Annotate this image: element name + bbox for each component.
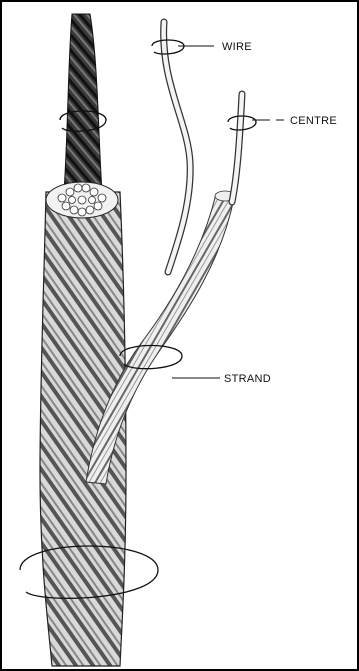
label-centre: CENTRE <box>290 115 337 127</box>
centre-wire <box>232 94 242 202</box>
single-wire <box>164 22 191 272</box>
label-wire: WIRE <box>222 41 252 53</box>
label-strand: STRAND <box>224 373 271 385</box>
rope-core <box>64 14 102 192</box>
